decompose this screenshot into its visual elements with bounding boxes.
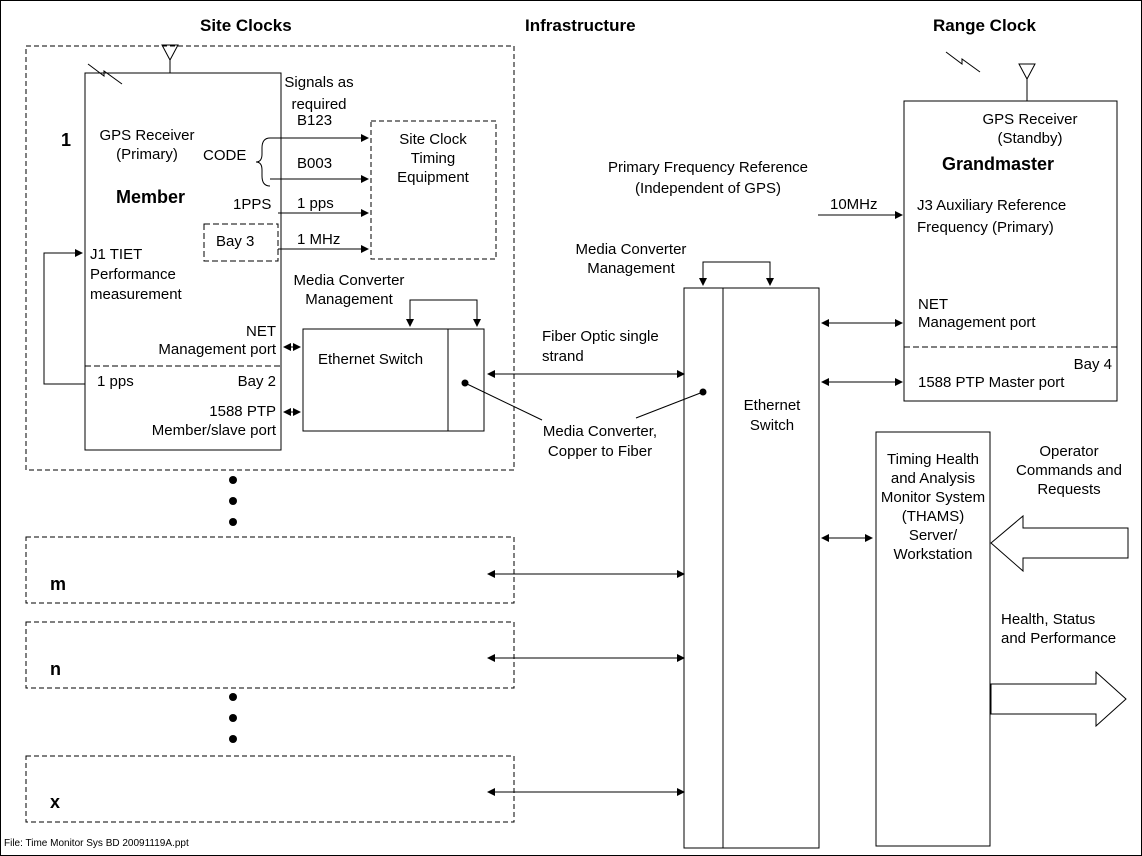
health-arrow bbox=[990, 670, 1127, 728]
signal-1pps: 1 pps bbox=[297, 195, 334, 212]
member-net-label: NET bbox=[246, 323, 276, 340]
site-clock-timing-box bbox=[370, 120, 497, 260]
health-status-label: Health, Status and Performance bbox=[1001, 611, 1117, 647]
member-label: Member bbox=[116, 187, 186, 207]
signals-as-required: Signals as required bbox=[284, 74, 354, 113]
fiber-optic-label: Fiber Optic single strand bbox=[542, 328, 659, 365]
j3-auxiliary-label: J3 Auxiliary Reference Frequency (Primar… bbox=[917, 197, 1067, 236]
member-management-port: Management port bbox=[158, 341, 276, 358]
primary-frequency-reference: Primary Frequency Reference (Independent… bbox=[607, 159, 809, 197]
member-1pps-port: 1PPS bbox=[233, 196, 272, 213]
bay2-label: Bay 2 bbox=[237, 373, 276, 390]
gps-receiver-primary: GPS Receiver (Primary) bbox=[99, 127, 195, 163]
code-label: CODE bbox=[203, 147, 247, 164]
signal-b003: B003 bbox=[297, 155, 333, 172]
site-ethernet-switch-box bbox=[302, 328, 485, 432]
site1-number: 1 bbox=[61, 130, 72, 150]
j1-loop bbox=[43, 249, 85, 385]
site-x-label: x bbox=[50, 792, 61, 812]
site-m-label: m bbox=[50, 574, 67, 594]
antenna-icon-range bbox=[945, 51, 1036, 101]
ten-mhz-label: 10MHz bbox=[830, 196, 878, 213]
site-n-label: n bbox=[50, 659, 61, 679]
infra-ethernet-switch-box bbox=[683, 287, 820, 849]
member-1pps-label: 1 pps bbox=[97, 373, 134, 390]
grandmaster-net-label: NET bbox=[918, 296, 948, 313]
media-converter-copper-label: Media Converter, Copper to Fiber bbox=[542, 423, 658, 460]
signal-b123: B123 bbox=[297, 112, 333, 129]
header-infrastructure: Infrastructure bbox=[525, 16, 636, 35]
header-range-clock: Range Clock bbox=[933, 16, 1036, 35]
thams-box bbox=[875, 431, 991, 847]
file-footer: File: Time Monitor Sys BD 20091119A.ppt bbox=[4, 838, 189, 849]
member-slave-port: Member/slave port bbox=[151, 422, 276, 439]
bay3-label: Bay 3 bbox=[216, 233, 255, 250]
operator-commands-label: Operator Commands and Requests bbox=[1016, 443, 1122, 498]
grandmaster-box bbox=[903, 100, 1118, 402]
member-1588-ptp: 1588 PTP bbox=[209, 403, 276, 420]
bay3-box bbox=[203, 223, 279, 262]
gps-receiver-standby: GPS Receiver (Standby) bbox=[982, 111, 1078, 147]
site-media-converter-management: Media Converter Management bbox=[293, 272, 405, 308]
signal-1mhz: 1 MHz bbox=[297, 231, 341, 248]
grandmaster-management-port: Management port bbox=[918, 314, 1036, 331]
infra-ethernet-switch-label: Ethernet Switch bbox=[743, 397, 801, 434]
site-x-box bbox=[25, 755, 515, 823]
site-clock-timing-equipment: Site Clock Timing Equipment bbox=[397, 131, 469, 186]
antenna-icon-site bbox=[87, 44, 179, 85]
site-ethernet-switch-label: Ethernet Switch bbox=[318, 351, 424, 368]
site-n-box bbox=[25, 621, 515, 689]
member-box bbox=[84, 72, 282, 451]
code-brace bbox=[255, 137, 271, 187]
ptp-master-port: 1588 PTP Master port bbox=[918, 374, 1065, 391]
site-m-box bbox=[25, 536, 515, 604]
operator-arrow bbox=[990, 514, 1129, 573]
j1-tiet-label: J1 TIET Performance measurement bbox=[90, 246, 182, 303]
header-site-clocks: Site Clocks bbox=[200, 16, 292, 35]
thams-label: Timing Health and Analysis Monitor Syste… bbox=[880, 451, 986, 563]
infra-media-converter-management: Media Converter Management bbox=[575, 241, 687, 277]
bay4-label: Bay 4 bbox=[1073, 356, 1112, 373]
grandmaster-label: Grandmaster bbox=[941, 154, 1055, 174]
site1-dashed-box bbox=[25, 45, 515, 471]
